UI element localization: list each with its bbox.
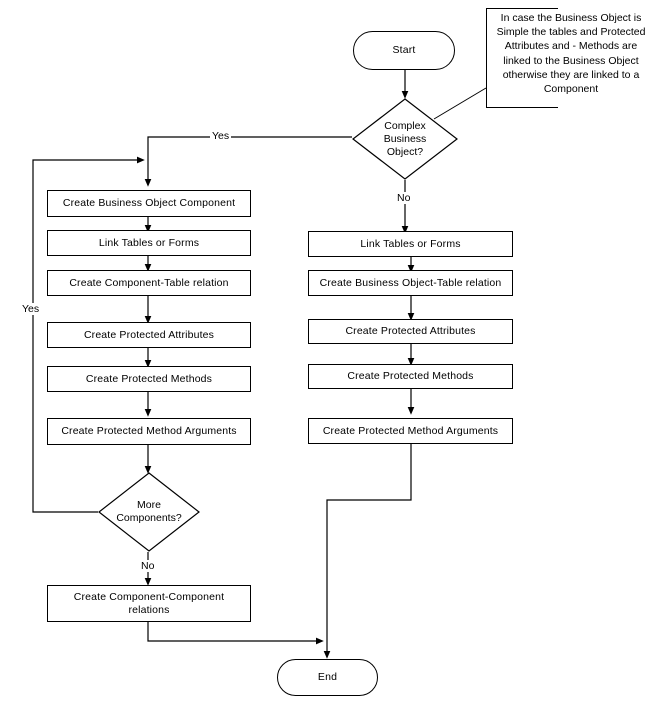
edge-right-tail-to-end (323, 444, 412, 659)
node-label: Create Business Object Component (62, 197, 236, 209)
diamond-shape (352, 98, 458, 180)
node-label: Create Component-Component relations (73, 590, 225, 616)
node-label: Create Protected Attributes (345, 325, 476, 337)
diamond-shape (98, 472, 200, 552)
node-decision-more-components[interactable]: More Components? (98, 472, 200, 552)
edge-decision-yes (144, 136, 352, 187)
node-create-component-component-relations[interactable]: Create Component-Component relations (47, 585, 251, 622)
annotation-note: In case the Business Object is Simple th… (486, 8, 650, 108)
node-right-create-protected-attributes[interactable]: Create Protected Attributes (308, 319, 513, 344)
node-create-business-object-component[interactable]: Create Business Object Component (47, 190, 251, 217)
node-label: Create Business Object-Table relation (319, 276, 502, 289)
node-left-create-protected-attributes[interactable]: Create Protected Attributes (47, 322, 251, 348)
edge-label-complex-yes: Yes (210, 130, 232, 142)
node-right-link-tables-or-forms[interactable]: Link Tables or Forms (308, 231, 513, 257)
node-create-component-table-relation[interactable]: Create Component-Table relation (47, 270, 251, 296)
edge-label-complex-no: No (395, 192, 413, 204)
node-end-label: End (317, 671, 338, 683)
node-end[interactable]: End (277, 659, 378, 696)
node-label: Link Tables or Forms (98, 236, 200, 249)
node-right-create-protected-method-arguments[interactable]: Create Protected Method Arguments (308, 418, 513, 444)
node-right-create-protected-methods[interactable]: Create Protected Methods (308, 364, 513, 389)
edge-label-more-no: No (139, 560, 157, 572)
node-decision-complex-label: Complex Business Object? (383, 119, 427, 158)
node-start[interactable]: Start (353, 31, 455, 70)
node-left-create-protected-methods[interactable]: Create Protected Methods (47, 366, 251, 392)
note-top-border (486, 8, 558, 10)
node-left-create-protected-method-arguments[interactable]: Create Protected Method Arguments (47, 418, 251, 445)
annotation-note-text: In case the Business Object is Simple th… (496, 12, 646, 96)
note-left-border (486, 8, 488, 108)
node-decision-more-label: More Components? (116, 499, 182, 524)
node-label: Create Protected Method Arguments (61, 425, 237, 437)
note-bottom-border (486, 106, 558, 108)
node-label: Create Protected Method Arguments (322, 424, 499, 437)
node-label: Create Protected Methods (85, 372, 213, 385)
node-start-label: Start (392, 44, 416, 56)
edge-left-tail-to-end (147, 622, 324, 645)
node-decision-complex-business-object[interactable]: Complex Business Object? (352, 98, 458, 180)
node-label: Create Protected Attributes (83, 328, 215, 341)
node-label: Create Protected Methods (347, 370, 474, 382)
node-label: Create Component-Table relation (69, 276, 229, 289)
node-create-business-object-table-relation[interactable]: Create Business Object-Table relation (308, 270, 513, 296)
edge-label-more-yes: Yes (20, 303, 42, 315)
node-left-link-tables-or-forms[interactable]: Link Tables or Forms (47, 230, 251, 256)
node-label: Link Tables or Forms (360, 237, 461, 250)
